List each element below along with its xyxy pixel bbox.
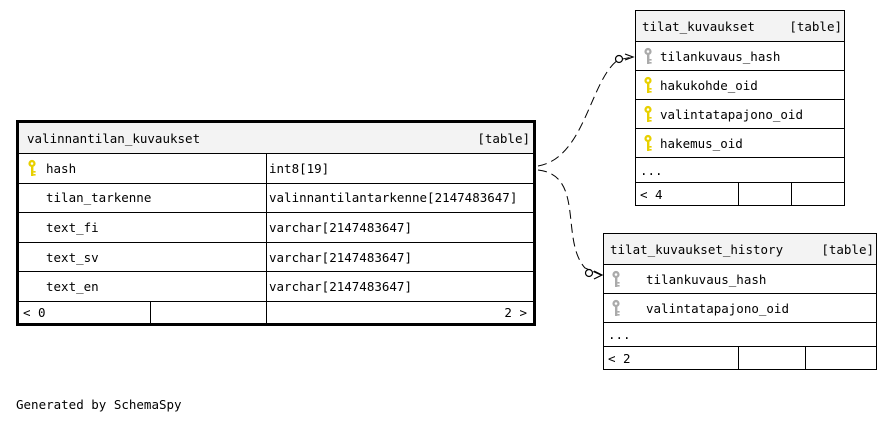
column-row-valintatapajono-oid[interactable]: valintatapajono_oid [636, 99, 844, 128]
column-type: varchar[2147483647] [269, 279, 412, 295]
column-type: varchar[2147483647] [269, 219, 412, 235]
column-name: tilankuvaus_hash [660, 48, 781, 64]
column-row-text-fi[interactable]: text_fi varchar[2147483647] [19, 212, 533, 242]
column-row-tilankuvaus-hash[interactable]: tilankuvaus_hash [636, 41, 844, 70]
column-type: varchar[2147483647] [269, 249, 412, 265]
column-row-hakukohde-oid[interactable]: hakukohde_oid [636, 70, 844, 99]
table-header: tilat_kuvaukset [table] [636, 11, 844, 41]
table-kind: [table] [477, 130, 530, 146]
column-row-hash[interactable]: hash int8[19] [19, 153, 533, 183]
table-footer: < 0 2 > [19, 301, 533, 323]
primary-key-icon [643, 105, 655, 123]
crowfoot-tilat [624, 53, 635, 61]
column-name: tilankuvaus_hash [646, 271, 767, 287]
crowfoot-history [593, 270, 604, 280]
footer-left: < 0 [23, 305, 46, 320]
foreign-key-icon [611, 270, 623, 288]
footer-left: < 4 [640, 186, 663, 202]
column-name: text_en [46, 279, 99, 295]
table-name: tilat_kuvaukset_history [610, 241, 784, 257]
column-row-text-sv[interactable]: text_sv varchar[2147483647] [19, 241, 533, 272]
more-indicator: ... [640, 162, 663, 178]
table-valinnantilan-kuvaukset[interactable]: valinnantilan_kuvaukset [table] hash int8… [16, 120, 536, 326]
column-row-text-en[interactable]: text_en varchar[2147483647] [19, 271, 533, 301]
more-indicator: ... [608, 327, 631, 342]
footer-left: < 2 [608, 350, 631, 366]
more-row: ... [636, 157, 844, 182]
footer-right: 2 > [504, 305, 527, 320]
table-tilat-kuvaukset-history[interactable]: tilat_kuvaukset_history [table] tilankuv… [603, 233, 877, 370]
foreign-key-icon [611, 299, 623, 317]
table-footer: < 4 [636, 182, 844, 205]
column-name: text_fi [46, 219, 99, 235]
column-row-valintatapajono-oid[interactable]: valintatapajono_oid [604, 293, 876, 322]
zero-marker-history [584, 268, 594, 278]
primary-key-icon [643, 76, 655, 94]
table-kind: [table] [821, 241, 874, 257]
column-row-tilan-tarkenne[interactable]: tilan_tarkenne valinnantilantarkenne[2147… [19, 182, 533, 213]
table-tilat-kuvaukset[interactable]: tilat_kuvaukset [table] tilankuvaus_hash… [635, 10, 845, 206]
column-name: valintatapajono_oid [646, 300, 789, 316]
relationship-line-history [537, 169, 602, 276]
column-row-hakemus-oid[interactable]: hakemus_oid [636, 128, 844, 157]
primary-key-icon [643, 134, 655, 152]
column-name: valintatapajono_oid [660, 106, 803, 122]
column-name: hash [46, 160, 77, 176]
table-footer: < 2 [604, 346, 876, 369]
column-row-tilankuvaus-hash[interactable]: tilankuvaus_hash [604, 264, 876, 293]
column-type: int8[19] [269, 160, 330, 176]
column-name: hakukohde_oid [660, 77, 758, 93]
table-name: valinnantilan_kuvaukset [27, 130, 201, 146]
zero-marker-tilat [614, 54, 624, 64]
more-row: ... [604, 322, 876, 346]
primary-key-icon [27, 159, 39, 177]
foreign-key-icon [643, 47, 655, 65]
table-name: tilat_kuvaukset [642, 18, 755, 34]
column-name: tilan_tarkenne [46, 190, 152, 206]
relationship-line-tilat [537, 56, 633, 167]
column-name: text_sv [46, 249, 99, 265]
table-header: valinnantilan_kuvaukset [table] [19, 123, 533, 153]
generated-by-label: Generated by SchemaSpy [16, 397, 182, 412]
column-type: valinnantilantarkenne[2147483647] [269, 190, 518, 206]
table-kind: [table] [789, 18, 842, 34]
table-header: tilat_kuvaukset_history [table] [604, 234, 876, 264]
column-name: hakemus_oid [660, 135, 743, 151]
